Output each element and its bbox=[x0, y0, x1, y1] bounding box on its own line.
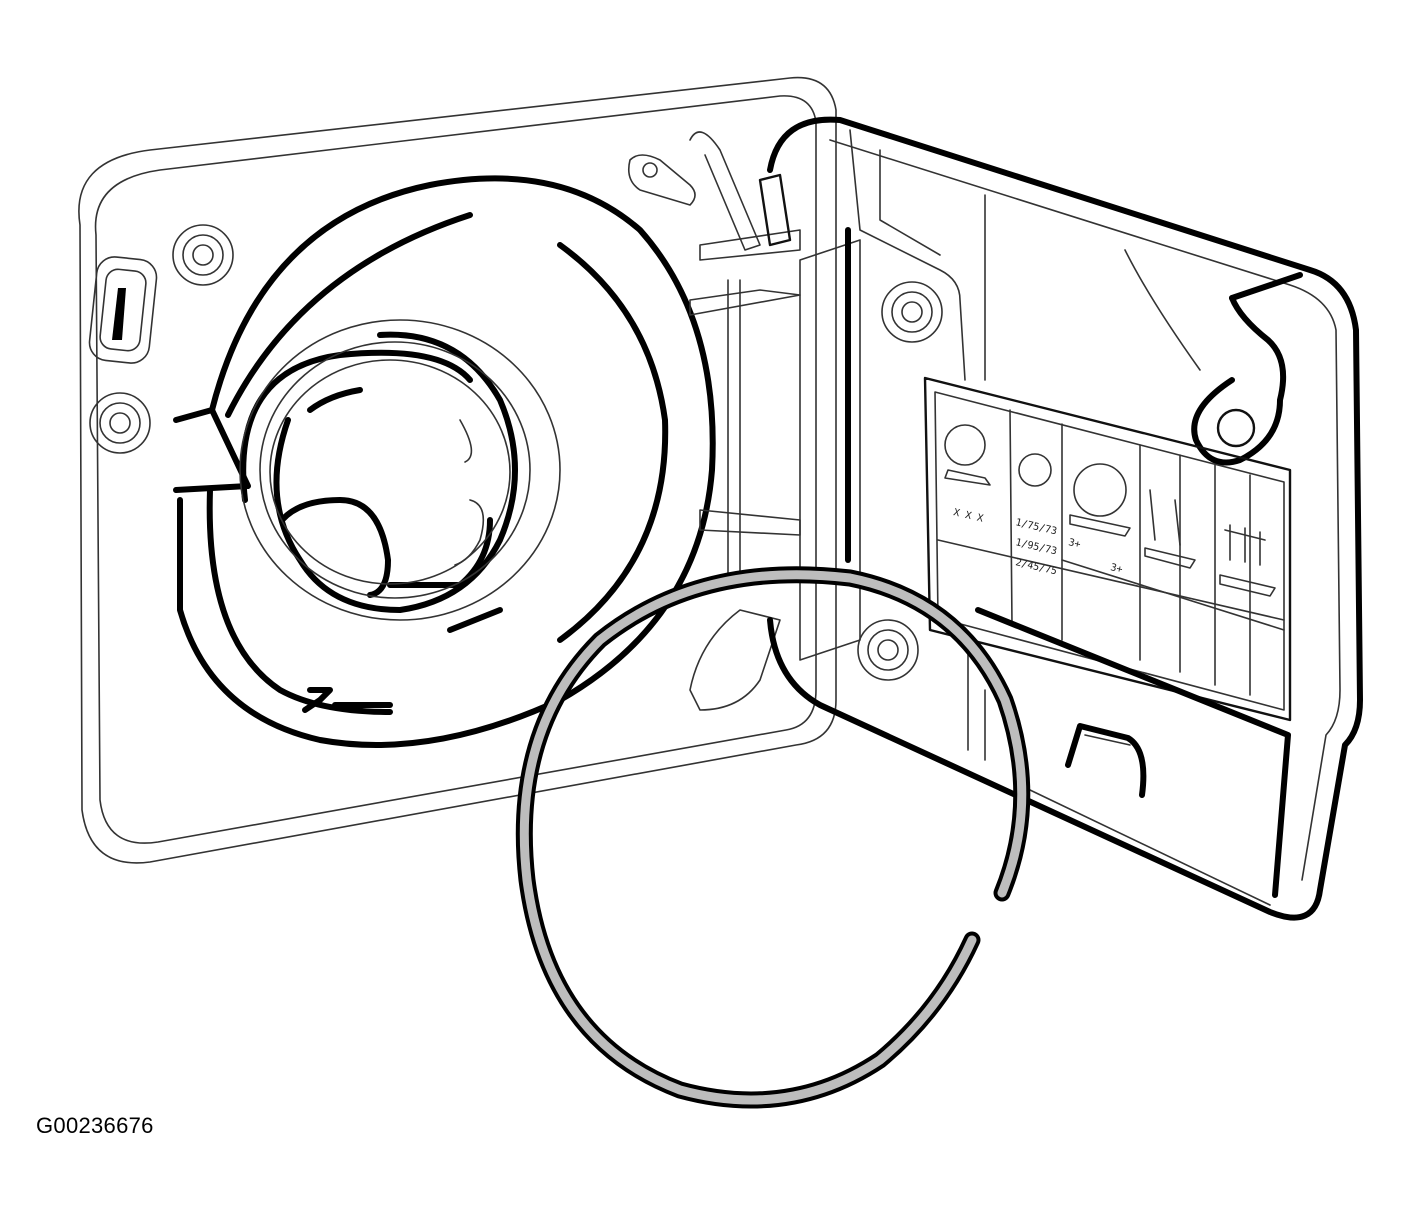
filler-housing bbox=[78, 76, 837, 864]
label-row2c: 2/45/75 bbox=[1014, 557, 1058, 577]
door-lower-details bbox=[967, 607, 1291, 906]
label-row1: X X X bbox=[952, 507, 984, 524]
filler-neck bbox=[173, 175, 716, 748]
filler-neck-detail bbox=[239, 319, 561, 621]
door-hinge bbox=[627, 131, 861, 711]
snap-ring bbox=[515, 566, 1031, 1109]
fuel-door-panel bbox=[767, 116, 1363, 921]
label-row3a: 3+ bbox=[1067, 537, 1081, 550]
housing-bolt-upper bbox=[172, 224, 234, 286]
label-row3b: 3+ bbox=[1109, 562, 1123, 575]
label-row2a: 1/75/73 bbox=[1014, 517, 1058, 537]
label-row2b: 1/95/73 bbox=[1014, 537, 1058, 557]
door-bolt-upper bbox=[881, 281, 943, 343]
door-bolt-lower bbox=[857, 619, 919, 681]
figure-id-label: G00236676 bbox=[36, 1113, 154, 1138]
housing-bolt-lower bbox=[89, 392, 151, 454]
housing-drain-slot bbox=[88, 256, 158, 364]
